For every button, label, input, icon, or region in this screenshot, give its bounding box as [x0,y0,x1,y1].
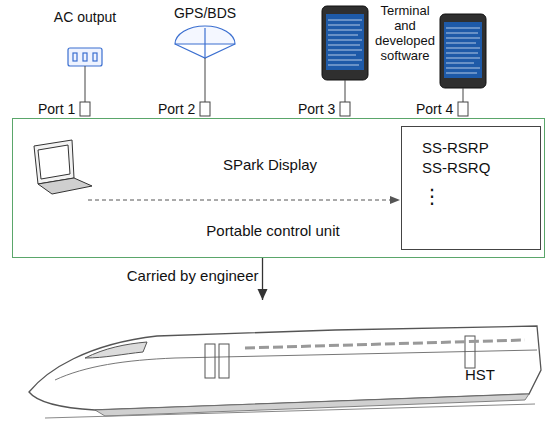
node-text: SS-RSRP [422,139,532,157]
device-label: GPS/BDS [165,4,245,22]
arrow-head [258,289,268,300]
node-text: ⋮ [422,187,442,205]
train-part [85,342,147,358]
train-part [45,404,535,418]
train-node: HST [25,300,545,425]
node-text: Portable control unit [143,222,403,240]
port-label: Port 1 [38,100,82,118]
connector-arrow [258,258,268,300]
device-label: AC output [52,8,118,26]
node-text: HST [455,366,505,384]
train-part [95,394,529,416]
port-wire [85,58,463,102]
node-text: SS-RSRQ [422,159,532,177]
laptop-icon [34,140,92,194]
device-label: Terminal and developed software [370,3,440,63]
port-label: Port 3 [298,100,342,118]
train-part [245,340,525,348]
port-connector [80,102,468,116]
control-unit-box: Portable control unit SS-RSRP SS-RSRQ ⋮ [12,118,545,258]
phone-terminal-icon [440,14,486,88]
gps-antenna-icon [175,26,235,58]
connector-line [262,258,263,300]
port-label: Port 4 [416,100,460,118]
edge-label: Carried by engineer [73,267,259,285]
dashed-arrow [88,196,400,204]
port-label: Port 2 [158,100,202,118]
software-label: SPark Display [195,156,345,174]
train-part [205,344,215,378]
ac-socket-icon [68,48,102,66]
phone-terminal-icon [322,6,368,80]
results-box: SS-RSRP SS-RSRQ ⋮ [401,126,541,250]
train-illustration [25,300,545,425]
train-part [219,344,229,378]
